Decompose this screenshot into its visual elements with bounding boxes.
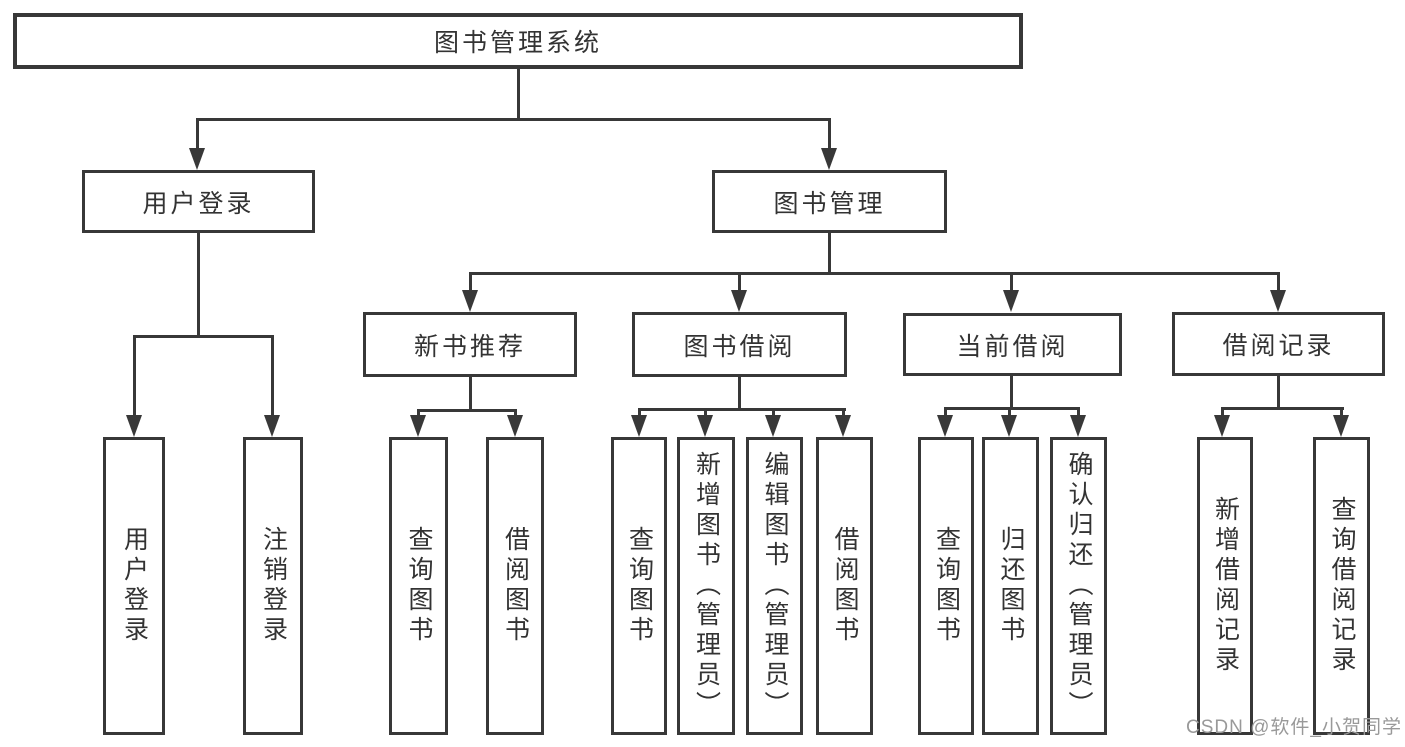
edge-borrow-records-stem bbox=[1277, 376, 1280, 410]
arrow-to-current-borrow-icon bbox=[1003, 290, 1019, 312]
edge-to-cb-confirm bbox=[1077, 407, 1080, 417]
edge-user-login-split bbox=[133, 335, 274, 338]
arrow-to-br-add-icon bbox=[1214, 415, 1230, 437]
edge-new-books-split bbox=[417, 409, 517, 412]
edge-to-br-add bbox=[1221, 407, 1224, 417]
edge-to-book-mgmt bbox=[828, 118, 831, 148]
node-leaf-user-login: 用户登录 bbox=[103, 437, 165, 735]
edge-to-login bbox=[133, 335, 136, 415]
arrow-to-cb-return-icon bbox=[1001, 415, 1017, 437]
edge-to-logout bbox=[271, 335, 274, 415]
edge-current-borrow-stem bbox=[1010, 376, 1013, 410]
node-leaf-br-add-record: 新增借阅记录 bbox=[1197, 437, 1253, 735]
node-new-book-recommend: 新书推荐 bbox=[363, 312, 577, 377]
node-root-system: 图书管理系统 bbox=[13, 13, 1023, 69]
arrow-to-book-mgmt-icon bbox=[821, 148, 837, 170]
edge-current-borrow-split bbox=[944, 407, 1080, 410]
node-borrow-records: 借阅记录 bbox=[1172, 312, 1385, 376]
edge-root-split bbox=[196, 118, 831, 121]
node-leaf-nb-query-books: 查询图书 bbox=[389, 437, 448, 735]
edge-borrow-records-split bbox=[1221, 407, 1344, 410]
edge-to-new-books bbox=[469, 272, 472, 290]
node-leaf-cb-confirm-return-admin: 确认归还（管理员） bbox=[1050, 437, 1107, 735]
edge-user-login-stem bbox=[197, 233, 200, 338]
edge-to-cb-return bbox=[1008, 407, 1011, 417]
arrow-to-bb-query-icon bbox=[631, 415, 647, 437]
edge-to-bb-edit bbox=[772, 408, 775, 417]
node-leaf-nb-borrow-books: 借阅图书 bbox=[486, 437, 544, 735]
edge-to-book-borrow bbox=[738, 272, 741, 290]
node-leaf-bb-edit-books-admin: 编辑图书（管理员） bbox=[746, 437, 803, 735]
edge-to-nb-borrow bbox=[514, 409, 517, 417]
edge-to-nb-query bbox=[417, 409, 420, 417]
node-leaf-bb-borrow-books: 借阅图书 bbox=[816, 437, 873, 735]
arrow-to-book-borrow-icon bbox=[731, 290, 747, 312]
edge-book-borrow-stem bbox=[738, 377, 741, 411]
node-current-borrowing: 当前借阅 bbox=[903, 313, 1122, 376]
arrow-to-bb-add-icon bbox=[697, 415, 713, 437]
edge-to-bb-borrow bbox=[842, 408, 845, 417]
edge-to-bb-add bbox=[704, 408, 707, 417]
node-book-borrowing: 图书借阅 bbox=[632, 312, 847, 377]
arrow-to-user-login-icon bbox=[189, 148, 205, 170]
node-book-management: 图书管理 bbox=[712, 170, 947, 233]
csdn-watermark: CSDN @软件_小贺同学 bbox=[1186, 717, 1402, 738]
edge-root-stem bbox=[517, 69, 520, 118]
node-user-login: 用户登录 bbox=[82, 170, 315, 233]
arrow-to-borrow-records-icon bbox=[1270, 290, 1286, 312]
edge-to-user-login bbox=[196, 118, 199, 148]
arrow-to-cb-confirm-icon bbox=[1070, 415, 1086, 437]
arrow-to-cb-query-icon bbox=[937, 415, 953, 437]
edge-to-cb-query bbox=[944, 407, 947, 417]
edge-new-books-stem bbox=[469, 377, 472, 412]
arrow-to-login-icon bbox=[126, 415, 142, 437]
arrow-to-br-query-icon bbox=[1333, 415, 1349, 437]
arrow-to-bb-borrow-icon bbox=[835, 415, 851, 437]
edge-book-mgmt-stem bbox=[828, 233, 831, 275]
arrow-to-logout-icon bbox=[264, 415, 280, 437]
edge-book-borrow-split bbox=[638, 408, 846, 411]
edge-to-borrow-records bbox=[1277, 272, 1280, 290]
edge-book-mgmt-split bbox=[469, 272, 1280, 275]
node-leaf-cb-return-books: 归还图书 bbox=[982, 437, 1039, 735]
node-leaf-logout: 注销登录 bbox=[243, 437, 303, 735]
arrow-to-bb-edit-icon bbox=[765, 415, 781, 437]
node-leaf-br-query-record: 查询借阅记录 bbox=[1313, 437, 1370, 735]
arrow-to-new-books-icon bbox=[462, 290, 478, 312]
node-leaf-bb-query-books: 查询图书 bbox=[611, 437, 667, 735]
node-leaf-cb-query-books: 查询图书 bbox=[918, 437, 974, 735]
edge-to-current-borrow bbox=[1010, 272, 1013, 290]
arrow-to-nb-borrow-icon bbox=[507, 415, 523, 437]
edge-to-br-query bbox=[1340, 407, 1343, 417]
arrow-to-nb-query-icon bbox=[410, 415, 426, 437]
node-leaf-bb-add-books-admin: 新增图书（管理员） bbox=[677, 437, 735, 735]
edge-to-bb-query bbox=[638, 408, 641, 417]
